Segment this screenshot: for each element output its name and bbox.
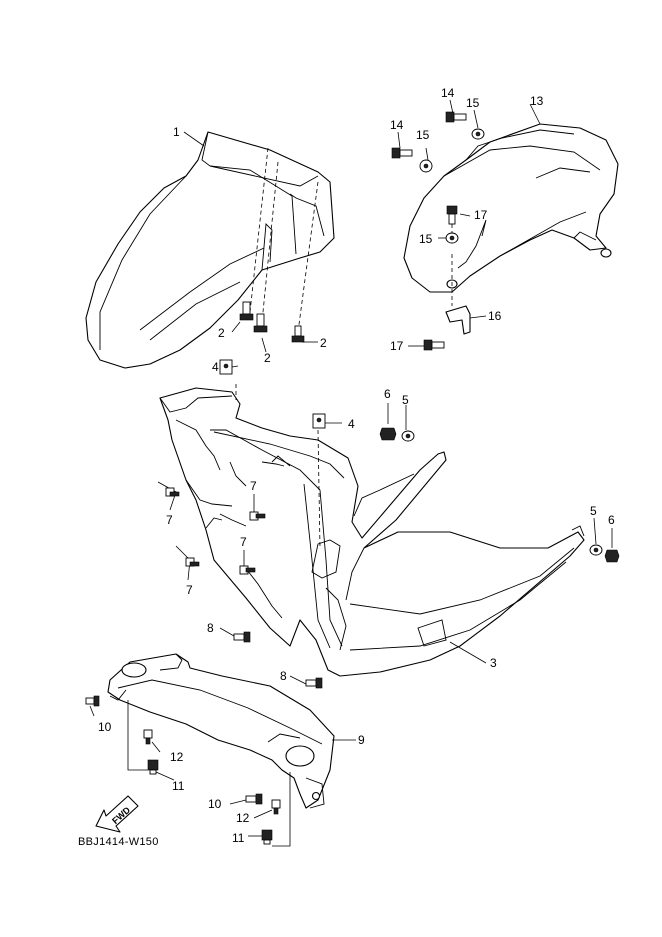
callout-part-7: 7 — [240, 535, 247, 549]
callout-part-14: 14 — [390, 118, 404, 132]
screw-part-7-b — [249, 511, 266, 521]
collar-part-5-b — [589, 544, 603, 556]
lower-cover-part-9 — [107, 653, 335, 809]
callout-part-7: 7 — [166, 513, 173, 527]
screw-part-10-b — [245, 793, 263, 805]
bracket-part-16 — [445, 305, 471, 335]
callout-part-3: 3 — [490, 656, 497, 670]
screw-part-7-d — [185, 557, 200, 567]
screw-part-8-a — [233, 631, 251, 643]
nut-part-6-a — [379, 427, 397, 441]
callout-part-8: 8 — [207, 621, 214, 635]
callout-part-7: 7 — [186, 583, 193, 597]
callout-part-12: 12 — [236, 811, 250, 825]
nut-part-6-b — [604, 549, 620, 563]
clip-part-12-b — [271, 799, 281, 815]
screw-part-7-c — [239, 565, 256, 575]
callout-part-17: 17 — [390, 339, 404, 353]
front-fender-part-1 — [85, 131, 335, 369]
callout-part-4: 4 — [348, 417, 355, 431]
callout-labels: 1 2 2 2 3 4 4 5 5 6 6 7 7 7 7 8 8 9 10 1… — [98, 86, 615, 845]
clip-part-12-a — [143, 729, 153, 745]
callout-part-7: 7 — [250, 479, 257, 493]
callout-part-17: 17 — [474, 208, 488, 222]
bolt-part-17-a — [446, 205, 458, 225]
screw-part-8-b — [305, 677, 323, 689]
screw-part-7-a — [165, 487, 180, 497]
fwd-direction-marker: FWD — [95, 795, 139, 833]
collar-part-15-a — [471, 128, 485, 140]
callout-part-5: 5 — [402, 393, 409, 407]
screw-part-10-a — [85, 695, 100, 707]
callout-part-10: 10 — [98, 720, 112, 734]
bolt-part-14-b — [391, 147, 413, 159]
leg-shield-part-3 — [159, 387, 585, 677]
fasteners — [85, 111, 620, 845]
bolt-part-14-a — [445, 111, 467, 123]
callout-part-15: 15 — [419, 232, 433, 246]
callout-part-8: 8 — [280, 669, 287, 683]
callout-part-13: 13 — [530, 94, 544, 108]
callout-part-11: 11 — [172, 779, 185, 793]
bolt-part-2-a — [239, 301, 254, 321]
callout-part-11: 11 — [232, 831, 245, 845]
diagram-reference-code: BBJ1414-W150 — [78, 836, 159, 848]
collar-part-5-a — [401, 430, 415, 442]
callout-part-14: 14 — [441, 86, 455, 100]
callout-part-2: 2 — [218, 326, 225, 340]
collar-part-15-b — [419, 159, 433, 173]
callout-part-2: 2 — [320, 336, 327, 350]
clip-nut-part-4-a — [219, 359, 233, 375]
callout-part-16: 16 — [488, 309, 502, 323]
rivet-part-11-a — [147, 759, 159, 775]
callout-part-1: 1 — [173, 125, 180, 139]
callout-part-4: 4 — [212, 360, 219, 374]
bolt-part-17-b — [423, 339, 445, 351]
clip-nut-part-4-b — [312, 413, 326, 429]
bolt-part-2-c — [291, 325, 305, 343]
rear-fender-part-13 — [403, 123, 619, 293]
rivet-part-11-b — [261, 829, 273, 845]
callout-part-9: 9 — [358, 733, 365, 747]
callout-part-6: 6 — [608, 513, 615, 527]
callout-part-15: 15 — [466, 96, 480, 110]
collar-part-15-c — [445, 232, 459, 244]
callout-part-15: 15 — [416, 128, 430, 142]
callout-part-2: 2 — [264, 351, 271, 365]
callout-part-12: 12 — [170, 750, 184, 764]
callout-part-6: 6 — [384, 387, 391, 401]
callout-part-5: 5 — [590, 504, 597, 518]
bolt-part-2-b — [253, 313, 268, 333]
callout-part-10: 10 — [208, 797, 222, 811]
